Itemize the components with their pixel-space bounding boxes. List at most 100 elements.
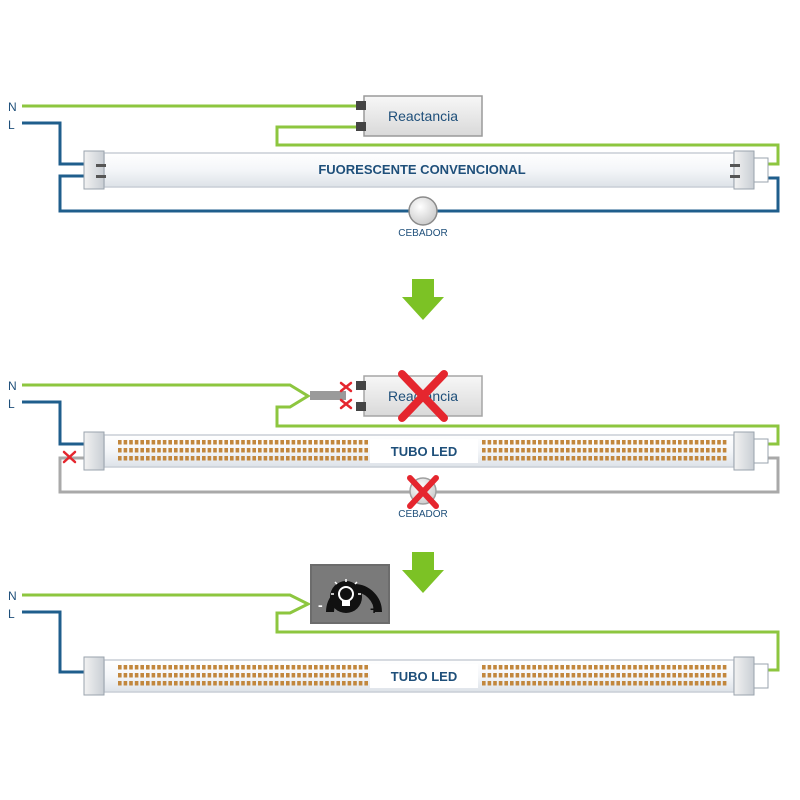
led-chip bbox=[274, 456, 279, 461]
led-chip bbox=[196, 456, 200, 461]
led-chip bbox=[504, 665, 508, 670]
led-chip bbox=[560, 665, 564, 670]
led-chip bbox=[577, 448, 581, 453]
led-chip bbox=[594, 456, 598, 461]
led-chip bbox=[280, 673, 284, 678]
led-chip bbox=[134, 665, 139, 670]
led-chip bbox=[358, 673, 363, 678]
led-chip bbox=[633, 456, 637, 461]
led-chip bbox=[510, 673, 514, 678]
led-chip bbox=[314, 673, 318, 678]
led-chip bbox=[666, 456, 671, 461]
led-chip bbox=[364, 665, 368, 670]
section-conventional: N L Reactancia FUORESCENTE CONVENCIONAL bbox=[8, 95, 780, 239]
led-chip bbox=[700, 440, 704, 445]
led-chip bbox=[123, 665, 128, 670]
led-chip bbox=[235, 665, 240, 670]
led-chip bbox=[678, 456, 682, 461]
led-chip bbox=[269, 665, 273, 670]
ballast-to-tube-wire bbox=[275, 125, 780, 166]
led-chip bbox=[493, 456, 497, 461]
led-chip bbox=[694, 448, 699, 453]
led-chip bbox=[302, 440, 307, 445]
led-chip bbox=[190, 673, 195, 678]
led-chip bbox=[168, 681, 172, 686]
led-chip bbox=[683, 673, 688, 678]
led-chip bbox=[510, 440, 514, 445]
led-chip bbox=[672, 440, 676, 445]
led-chip bbox=[118, 448, 122, 453]
led-chip bbox=[118, 673, 122, 678]
led-chip bbox=[347, 448, 352, 453]
led-chip bbox=[521, 456, 525, 461]
led-chip bbox=[599, 456, 604, 461]
dimmer-minus: - bbox=[318, 597, 323, 613]
led-chip bbox=[263, 681, 268, 686]
led-chip bbox=[549, 448, 553, 453]
led-chip bbox=[162, 448, 167, 453]
led-chip bbox=[118, 681, 122, 686]
led-chip bbox=[521, 665, 525, 670]
led-chip bbox=[179, 440, 184, 445]
led-chip bbox=[627, 665, 632, 670]
led-chip bbox=[319, 665, 324, 670]
led-chip bbox=[162, 681, 167, 686]
led-chip bbox=[644, 448, 648, 453]
starter-removed: CEBADOR bbox=[398, 475, 448, 520]
led-chip bbox=[235, 456, 240, 461]
led-chip bbox=[689, 456, 693, 461]
led-chip bbox=[314, 448, 318, 453]
led-chip bbox=[700, 665, 704, 670]
led-chip bbox=[644, 440, 648, 445]
led-chip bbox=[700, 673, 704, 678]
dimmer: - + bbox=[310, 564, 390, 624]
led-chip bbox=[554, 456, 559, 461]
led-chip bbox=[616, 673, 620, 678]
led-chip bbox=[157, 665, 161, 670]
led-chip bbox=[129, 681, 133, 686]
led-chip bbox=[650, 448, 654, 453]
led-chip bbox=[146, 448, 150, 453]
led-chip bbox=[358, 448, 363, 453]
dimmer-plus: + bbox=[370, 601, 378, 617]
led-chip bbox=[538, 440, 542, 445]
led-chip bbox=[644, 673, 648, 678]
led-chip bbox=[330, 673, 335, 678]
led-chip bbox=[157, 673, 161, 678]
led-chip bbox=[672, 681, 676, 686]
led-chip bbox=[638, 673, 643, 678]
led-chip bbox=[622, 665, 626, 670]
led-chip bbox=[554, 681, 559, 686]
led-chip bbox=[566, 448, 570, 453]
led-chip bbox=[717, 681, 721, 686]
led-chip bbox=[325, 440, 329, 445]
led-chip bbox=[622, 681, 626, 686]
led-chip bbox=[364, 673, 368, 678]
led-chip bbox=[174, 448, 178, 453]
led-chip bbox=[515, 681, 520, 686]
led-chip bbox=[342, 440, 346, 445]
led-chip bbox=[230, 456, 234, 461]
led-chip bbox=[118, 456, 122, 461]
led-chip bbox=[319, 440, 324, 445]
led-chip bbox=[644, 456, 648, 461]
led-chip bbox=[118, 440, 122, 445]
led-chip bbox=[274, 448, 279, 453]
led-chip bbox=[123, 456, 128, 461]
led-chip bbox=[151, 440, 156, 445]
led-chip bbox=[364, 448, 368, 453]
led-tube-label: TUBO LED bbox=[391, 444, 457, 459]
led-chip bbox=[280, 665, 284, 670]
led-chip bbox=[174, 681, 178, 686]
led-chip bbox=[666, 448, 671, 453]
led-chip bbox=[706, 665, 710, 670]
led-chip bbox=[571, 673, 576, 678]
led-chip bbox=[241, 681, 245, 686]
led-chip bbox=[224, 673, 228, 678]
led-chip bbox=[123, 681, 128, 686]
led-chip bbox=[157, 448, 161, 453]
led-chip bbox=[330, 448, 335, 453]
led-chip bbox=[151, 456, 156, 461]
led-chip bbox=[213, 440, 217, 445]
led-chip bbox=[498, 665, 503, 670]
